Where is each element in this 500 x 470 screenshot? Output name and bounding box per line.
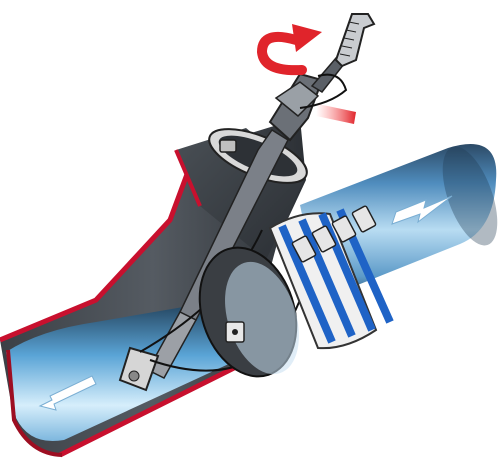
pipe-fitting-cutaway-illustration — [0, 0, 500, 470]
